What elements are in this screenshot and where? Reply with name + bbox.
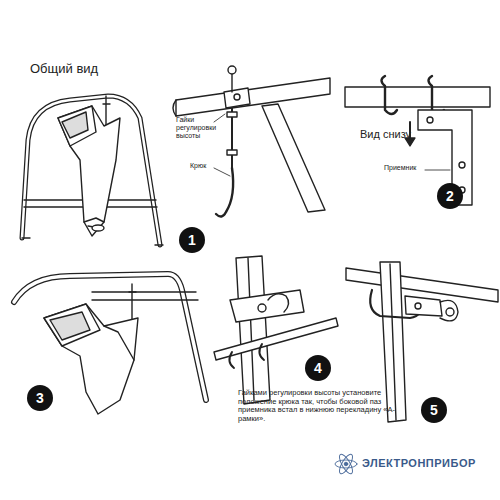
callout-number: 4 [305, 355, 331, 381]
callout-number: 5 [421, 397, 447, 423]
callout-text: 3 [36, 390, 44, 406]
callout-text: 2 [446, 188, 454, 204]
callout-text: 4 [314, 360, 322, 376]
detail-4 [214, 256, 338, 404]
detail-1 [173, 66, 330, 217]
callout-number: 3 [27, 385, 53, 411]
view-title: Общий вид [30, 62, 98, 77]
callout-text: 5 [430, 402, 438, 418]
part-label: Крюк [190, 162, 206, 170]
watermark: ЭЛЕКТРОНПРИБОР [362, 457, 476, 470]
detail-3 [14, 274, 206, 414]
instruction-note: Гайками регулировки высоты установите по… [238, 389, 414, 424]
callout-text: 1 [188, 232, 196, 248]
view-title: Вид снизу [360, 128, 411, 141]
logo-icon [335, 452, 357, 475]
callout-number: 2 [437, 183, 463, 209]
detail-2-bottom-view [345, 76, 490, 205]
general-view [22, 96, 163, 245]
part-label: Приемник [384, 164, 416, 172]
part-label: Гайки регулировки высоты [176, 116, 220, 140]
callout-number: 1 [179, 227, 205, 253]
